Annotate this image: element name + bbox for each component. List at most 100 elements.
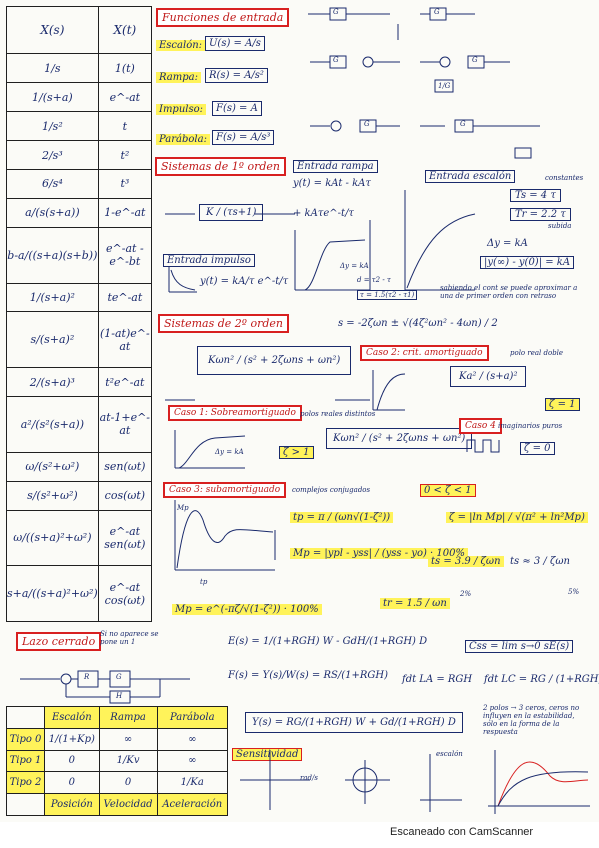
error-footer-velocidad: Velocidad (98, 793, 158, 816)
laplace-xs: s/(s²+ω²) (6, 480, 99, 511)
tr-second-order: tr = 1.5 / ωn (380, 598, 450, 609)
scanner-watermark: Escaneado con CamScanner (390, 826, 534, 838)
laplace-xt: t (97, 111, 153, 142)
laplace-xt: (1-at)e^-at (97, 311, 153, 369)
laplace-row: b-a/((s+a)(s+b))e^-at - e^-bt (6, 226, 153, 284)
rampa-equation: y(t) = kAt - kAτ (293, 178, 371, 189)
second-order-tf: Kωn² / (s² + 2ζωns + ωn²) (197, 346, 352, 375)
bottom-right-plots (240, 750, 590, 814)
closed-loop-title: Lazo cerrado (16, 632, 102, 651)
caso2-note: polo real doble (510, 349, 564, 357)
entrada-rampa-label: Entrada rampa (293, 160, 378, 173)
error-cell-type: Tipo 2 (5, 771, 46, 795)
block-g-2: G (434, 8, 440, 16)
sensitivity-note: rad/s (300, 774, 318, 782)
caso3-note: complejos conjugados (292, 486, 371, 494)
tau-final: τ = 1.5(τ2 - τ1) (357, 290, 418, 300)
impulso-formula: F(s) = A (212, 101, 262, 116)
laplace-xt: 1(t) (97, 53, 153, 84)
laplace-xt: t³ (97, 169, 153, 199)
roots-eq: s = -2ζωn ± √(4ζ²ωn² - 4ωn) / 2 (338, 318, 498, 329)
ts-approx-eq: ts ≈ 3 / ζωn (510, 556, 570, 567)
y-eq: Y(s) = RG/(1+RGH) W + Gd/(1+RGH) D (245, 712, 463, 733)
error-eq: E(s) = 1/(1+RGH) W - GdH/(1+RGH) D (228, 636, 428, 647)
header-xs: X(s) (6, 5, 99, 55)
tr-first-order: Tr = 2.2 τ (510, 208, 571, 221)
laplace-xs: 1/(s+a) (6, 82, 99, 113)
laplace-header-row: X(s) X(t) (6, 5, 153, 55)
laplace-xs: 1/(s+a)² (6, 282, 99, 313)
laplace-xt: at-1+e^-at (97, 396, 153, 453)
impulso-label: Impulso: (156, 104, 206, 115)
entrada-escalon-label: Entrada escalón (425, 170, 516, 183)
caso2-tf: Ka² / (s+a)² (450, 366, 527, 387)
mp-percent-eq: Mp = |ypl - yss| / (yss - yo) · 100% (290, 548, 468, 559)
rampa-label: Rampa: (156, 72, 201, 83)
laplace-xs: a²/(s²(s+a)) (6, 396, 99, 453)
entrada-impulso-label: Entrada impulso (163, 254, 255, 267)
block-diagrams-top (308, 7, 540, 159)
laplace-xs: ω/(s²+ω²) (6, 451, 99, 482)
error-cell-type: Tipo 0 (5, 727, 46, 751)
laplace-xs: 2/s³ (6, 140, 99, 171)
subida-note: subida (548, 222, 572, 230)
laplace-xt: e^-at - e^-bt (97, 226, 153, 284)
error-footer-aceleracion: Aceleración (156, 793, 229, 816)
closed-loop-r: R (84, 673, 90, 681)
caso1-title: Caso 1: Sobreamortiguado (168, 405, 302, 421)
laplace-xs: 1/s (6, 53, 99, 84)
caso1-tf: Kωn² / (s² + 2ζωns + ωn²) (326, 428, 473, 449)
mp-axis-label: Mp (177, 504, 189, 512)
error-cell-c2: 0 (98, 771, 158, 795)
escalon-label: Escalón: (156, 40, 206, 51)
caso2-title: Caso 2: crit. amortiguado (360, 345, 489, 361)
laplace-xs: ω/((s+a)²+ω²) (6, 509, 99, 567)
closed-loop-diagram (20, 670, 190, 704)
parabola-formula: F(s) = A/s³ (212, 130, 275, 145)
laplace-row: s/(s²+ω²)cos(ωt) (6, 480, 153, 511)
escalon-note: constantes (545, 174, 584, 182)
rampa-equation-2: + kAτe^-t/τ (293, 208, 354, 219)
f-eq: F(s) = Y(s)/W(s) = RS/(1+RGH) (228, 670, 388, 681)
laplace-xt: e^-at (97, 82, 153, 113)
laplace-row: s+a/((s+a)²+ω²)e^-at cos(ωt) (6, 565, 153, 622)
caso3-zeta: 0 < ζ < 1 (420, 484, 476, 497)
tp-axis-label: tp (200, 578, 208, 586)
error-cell-c1: 1/(1+Kp) (44, 727, 100, 751)
closed-loop-h: H (116, 692, 123, 700)
ts-2pct: 2% (460, 590, 472, 598)
error-cell-c3: ∞ (156, 749, 229, 773)
closed-loop-g: G (116, 673, 122, 681)
fdt-lc: fdt LC = RG / (1+RGH) (484, 674, 599, 685)
caso4-zeta: ζ = 0 (520, 442, 555, 455)
laplace-xs: b-a/((s+a)(s+b)) (6, 226, 99, 284)
block-g-5: G (364, 120, 370, 128)
laplace-xt: 1-e^-at (97, 197, 153, 228)
rampa-formula: R(s) = A/s² (205, 68, 268, 83)
caso1-zeta: ζ > 1 (279, 446, 314, 459)
laplace-xs: s+a/((s+a)²+ω²) (6, 565, 99, 622)
laplace-xs: s/(s+a)² (6, 311, 99, 369)
laplace-xs: a/(s(s+a)) (6, 197, 99, 228)
closed-loop-note: Si no aparece se pone un 1 (100, 630, 159, 646)
ts-first-order: Ts = 4 τ (510, 189, 561, 202)
caso4-note: imaginarios puros (498, 422, 563, 430)
dy-ka-step: Δy = kA (487, 238, 528, 249)
zeta-eq: ζ = |ln Mp| / √(π² + ln²Mp) (446, 512, 588, 523)
block-g-6: G (460, 120, 466, 128)
escalon-formula: U(s) = A/s (205, 36, 265, 51)
caso3-title: Caso 3: subamortiguado (163, 482, 287, 498)
laplace-xt: t²e^-at (97, 367, 153, 398)
sensitivity-label: Sensitividad (232, 748, 303, 761)
laplace-xs: 1/s² (6, 111, 99, 142)
error-footer-row: Posición Velocidad Aceleración (5, 793, 229, 816)
tau-note: sabiendo el cont se puede aproximar a un… (440, 284, 578, 300)
